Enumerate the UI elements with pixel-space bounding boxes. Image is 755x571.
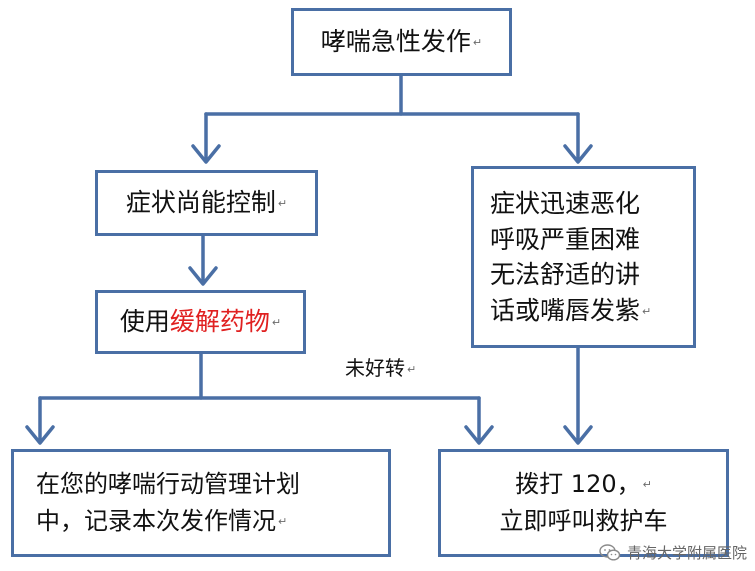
arrowhead-worsening-to-call — [563, 425, 593, 445]
wechat-watermark: 青海大学附属医院 — [599, 542, 747, 563]
paragraph-mark-icon: ↵ — [472, 35, 483, 49]
record-line-2: 中，记录本次发作情况 — [36, 507, 276, 535]
arrowhead-to-call — [464, 425, 494, 445]
edge-label-not-improved-text: 未好转 — [345, 356, 405, 380]
watermark-text: 青海大学附属医院 — [626, 544, 747, 562]
node-asthma-attack: 哮喘急性发作↵ — [291, 8, 512, 76]
worsening-line-1: 症状迅速恶化 — [490, 189, 641, 218]
node-call-ambulance: 拨打 120，↵ 立即呼叫救护车 — [438, 449, 729, 557]
edge-label-not-improved: 未好转↵ — [345, 352, 416, 381]
paragraph-mark-icon: ↵ — [278, 515, 288, 529]
node-record-in-action-plan: 在您的哮喘行动管理计划 中，记录本次发作情况↵ — [11, 449, 391, 557]
worsening-line-2: 呼吸严重困难 — [490, 224, 641, 254]
arrowhead-to-worsening — [563, 144, 593, 164]
arrowhead-to-controllable — [191, 144, 221, 164]
arrowhead-to-record — [25, 425, 55, 445]
call-line-2: 立即呼叫救护车 — [499, 507, 668, 535]
node-asthma-attack-text: 哮喘急性发作 — [320, 27, 471, 57]
node-use-medication-prefix: 使用 — [119, 307, 170, 337]
paragraph-mark-icon: ↵ — [642, 478, 652, 492]
worsening-line-4: 话或嘴唇发紫 — [490, 295, 641, 325]
arrowhead-to-medication — [188, 266, 218, 286]
node-use-medication-highlight: 缓解药物 — [169, 307, 270, 337]
paragraph-mark-icon: ↵ — [642, 304, 652, 318]
paragraph-mark-icon: ↵ — [407, 363, 417, 376]
worsening-line-3: 无法舒适的讲 — [490, 260, 641, 289]
node-symptoms-controllable-text: 症状尚能控制 — [125, 188, 276, 218]
node-symptoms-worsening: 症状迅速恶化 呼吸严重困难 无法舒适的讲 话或嘴唇发紫↵ — [471, 166, 696, 348]
paragraph-mark-icon: ↵ — [277, 196, 288, 210]
call-line-1: 拨打 120， — [515, 469, 641, 498]
node-symptoms-controllable: 症状尚能控制↵ — [95, 170, 318, 236]
record-line-1: 在您的哮喘行动管理计划 — [36, 469, 300, 498]
paragraph-mark-icon: ↵ — [271, 315, 282, 329]
wechat-icon — [599, 543, 621, 561]
node-use-medication: 使用缓解药物↵ — [95, 290, 306, 354]
